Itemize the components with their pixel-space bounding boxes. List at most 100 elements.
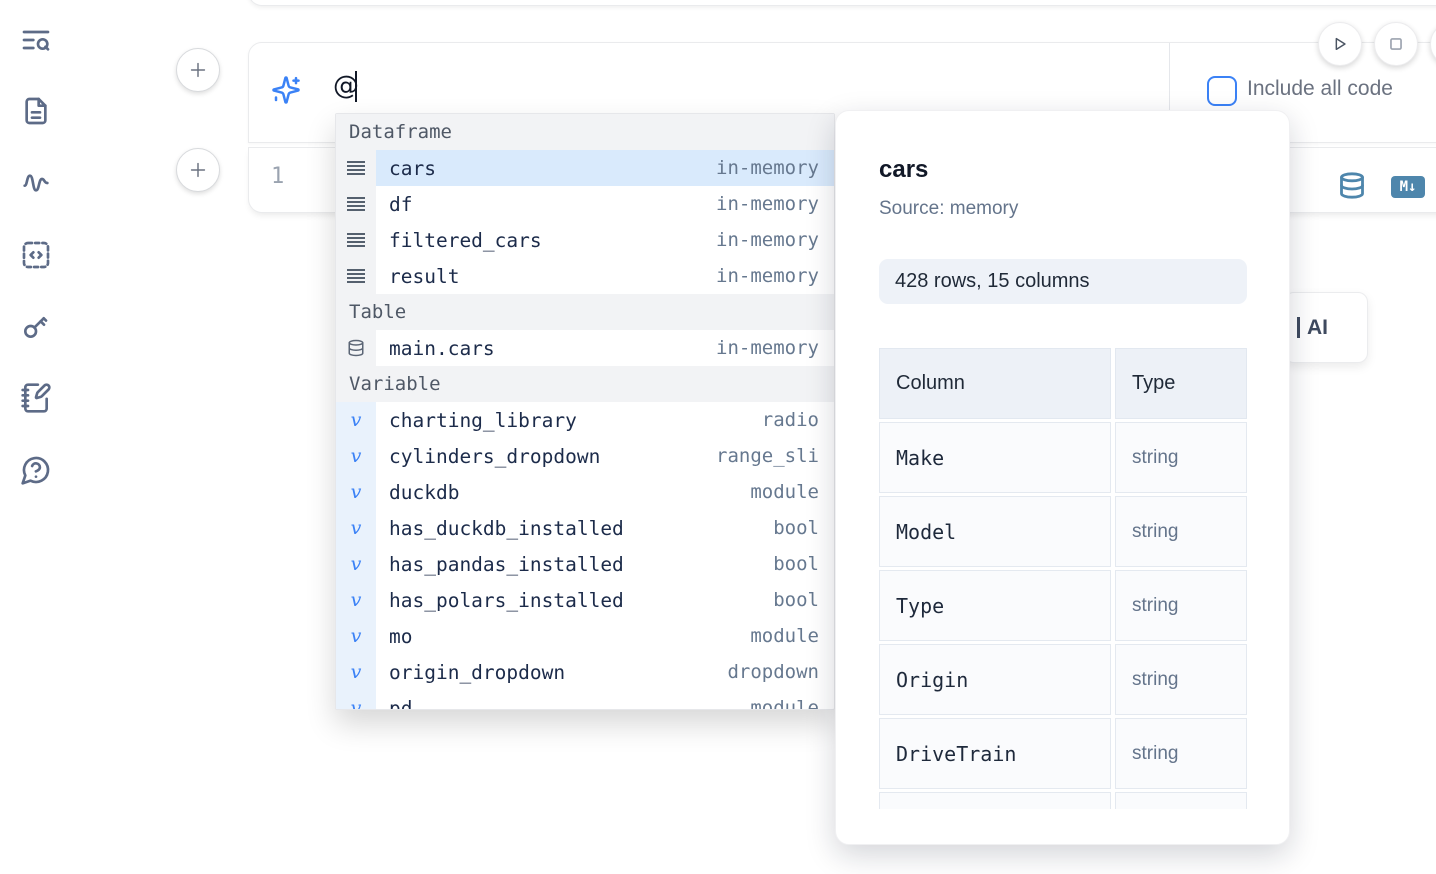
notebook-search-icon[interactable] bbox=[20, 24, 52, 56]
schema-column-type: string bbox=[1115, 644, 1247, 715]
markdown-convert-button[interactable]: M↓ bbox=[1391, 176, 1425, 198]
autocomplete-item-filtered_cars[interactable]: filtered_cars in-memory bbox=[336, 222, 834, 258]
ai-label: AI bbox=[1307, 315, 1328, 339]
autocomplete-item-cylinders_dropdown[interactable]: v cylinders_dropdown range_sli bbox=[336, 438, 834, 474]
autocomplete-section-header: Variable bbox=[336, 366, 834, 402]
item-type: bool bbox=[773, 589, 819, 611]
item-type: in-memory bbox=[716, 265, 819, 287]
item-name: result bbox=[389, 264, 460, 288]
generate-with-ai-button[interactable]: AI bbox=[1284, 292, 1368, 363]
item-name: charting_library bbox=[389, 408, 577, 432]
variable-icon: v bbox=[336, 618, 376, 654]
item-type: dropdown bbox=[727, 661, 819, 683]
schema-column-type bbox=[1115, 792, 1247, 809]
item-name: pd bbox=[389, 696, 413, 710]
autocomplete-item-has_pandas_installed[interactable]: v has_pandas_installed bool bbox=[336, 546, 834, 582]
autocomplete-item-has_duckdb_installed[interactable]: v has_duckdb_installed bool bbox=[336, 510, 834, 546]
item-name: main.cars bbox=[389, 336, 495, 360]
item-name: cars bbox=[389, 156, 436, 180]
dataframe-icon bbox=[336, 258, 376, 294]
item-type: radio bbox=[761, 409, 819, 431]
schema-header-column: Column bbox=[879, 348, 1111, 419]
schema-column-type: string bbox=[1115, 496, 1247, 567]
ai-prompt-input[interactable]: @ bbox=[333, 71, 359, 101]
line-number: 1 bbox=[271, 164, 285, 189]
help-chat-icon[interactable] bbox=[20, 454, 52, 486]
stop-square-icon bbox=[1390, 38, 1402, 50]
schema-column-name: Make bbox=[879, 422, 1111, 493]
autocomplete-item-df[interactable]: df in-memory bbox=[336, 186, 834, 222]
dataframe-icon bbox=[336, 186, 376, 222]
item-type: module bbox=[750, 697, 819, 710]
key-icon[interactable] bbox=[20, 310, 52, 342]
schema-column-name: DriveTrain bbox=[879, 718, 1111, 789]
schema-header-type: Type bbox=[1115, 348, 1247, 419]
item-type: range_sli bbox=[716, 445, 819, 467]
add-cell-above-button[interactable] bbox=[176, 48, 220, 92]
database-icon[interactable] bbox=[1338, 171, 1366, 200]
include-all-code-checkbox[interactable] bbox=[1207, 76, 1237, 106]
preview-source: Source: memory bbox=[879, 198, 1019, 219]
variable-icon: v bbox=[336, 474, 376, 510]
table-database-icon bbox=[336, 330, 376, 366]
variable-icon: v bbox=[336, 654, 376, 690]
item-name: has_duckdb_installed bbox=[389, 516, 624, 540]
item-type: module bbox=[750, 625, 819, 647]
schema-column-name: Model bbox=[879, 496, 1111, 567]
autocomplete-section-header: Dataframe bbox=[336, 114, 834, 150]
clipped-letter bbox=[1297, 317, 1300, 338]
variable-icon: v bbox=[336, 690, 376, 709]
item-type: in-memory bbox=[716, 229, 819, 251]
scratchpad-icon[interactable] bbox=[20, 382, 52, 414]
schema-column-type: string bbox=[1115, 570, 1247, 641]
file-document-icon[interactable] bbox=[20, 95, 52, 127]
item-name: df bbox=[389, 192, 413, 216]
text-caret bbox=[355, 71, 357, 102]
item-name: duckdb bbox=[389, 480, 460, 504]
ai-sparkles-icon bbox=[271, 75, 301, 105]
autocomplete-item-result[interactable]: result in-memory bbox=[336, 258, 834, 294]
include-all-code-label: Include all code bbox=[1247, 77, 1393, 100]
schema-column-type: string bbox=[1115, 718, 1247, 789]
play-icon bbox=[1335, 37, 1346, 51]
dataframe-preview-panel: cars Source: memory 428 rows, 15 columns… bbox=[835, 110, 1290, 845]
autocomplete-item-origin_dropdown[interactable]: v origin_dropdown dropdown bbox=[336, 654, 834, 690]
previous-cell-card bbox=[248, 0, 1436, 6]
autocomplete-item-main.cars[interactable]: main.cars in-memory bbox=[336, 330, 834, 366]
add-cell-below-button[interactable] bbox=[176, 148, 220, 192]
item-name: filtered_cars bbox=[389, 228, 542, 252]
variable-icon: v bbox=[336, 402, 376, 438]
item-type: bool bbox=[773, 517, 819, 539]
item-type: bool bbox=[773, 553, 819, 575]
item-type: in-memory bbox=[716, 337, 819, 359]
autocomplete-item-cars[interactable]: cars in-memory bbox=[336, 150, 834, 186]
stop-button[interactable] bbox=[1374, 22, 1418, 66]
left-sidebar bbox=[0, 0, 72, 874]
preview-shape-badge: 428 rows, 15 columns bbox=[879, 259, 1247, 304]
code-snippet-icon[interactable] bbox=[20, 239, 52, 271]
item-type: in-memory bbox=[716, 157, 819, 179]
item-name: has_pandas_installed bbox=[389, 552, 624, 576]
prompt-divider bbox=[1169, 43, 1170, 142]
item-name: cylinders_dropdown bbox=[389, 444, 601, 468]
schema-column-name: Origin bbox=[879, 644, 1111, 715]
variable-icon: v bbox=[336, 582, 376, 618]
variable-icon: v bbox=[336, 510, 376, 546]
variable-icon: v bbox=[336, 438, 376, 474]
dataframe-icon bbox=[336, 150, 376, 186]
item-name: origin_dropdown bbox=[389, 660, 566, 684]
item-type: in-memory bbox=[716, 193, 819, 215]
autocomplete-item-charting_library[interactable]: v charting_library radio bbox=[336, 402, 834, 438]
run-cell-button[interactable] bbox=[1318, 22, 1362, 66]
activity-pulse-icon[interactable] bbox=[20, 167, 52, 199]
variable-icon: v bbox=[336, 546, 376, 582]
schema-column-name bbox=[879, 792, 1111, 809]
